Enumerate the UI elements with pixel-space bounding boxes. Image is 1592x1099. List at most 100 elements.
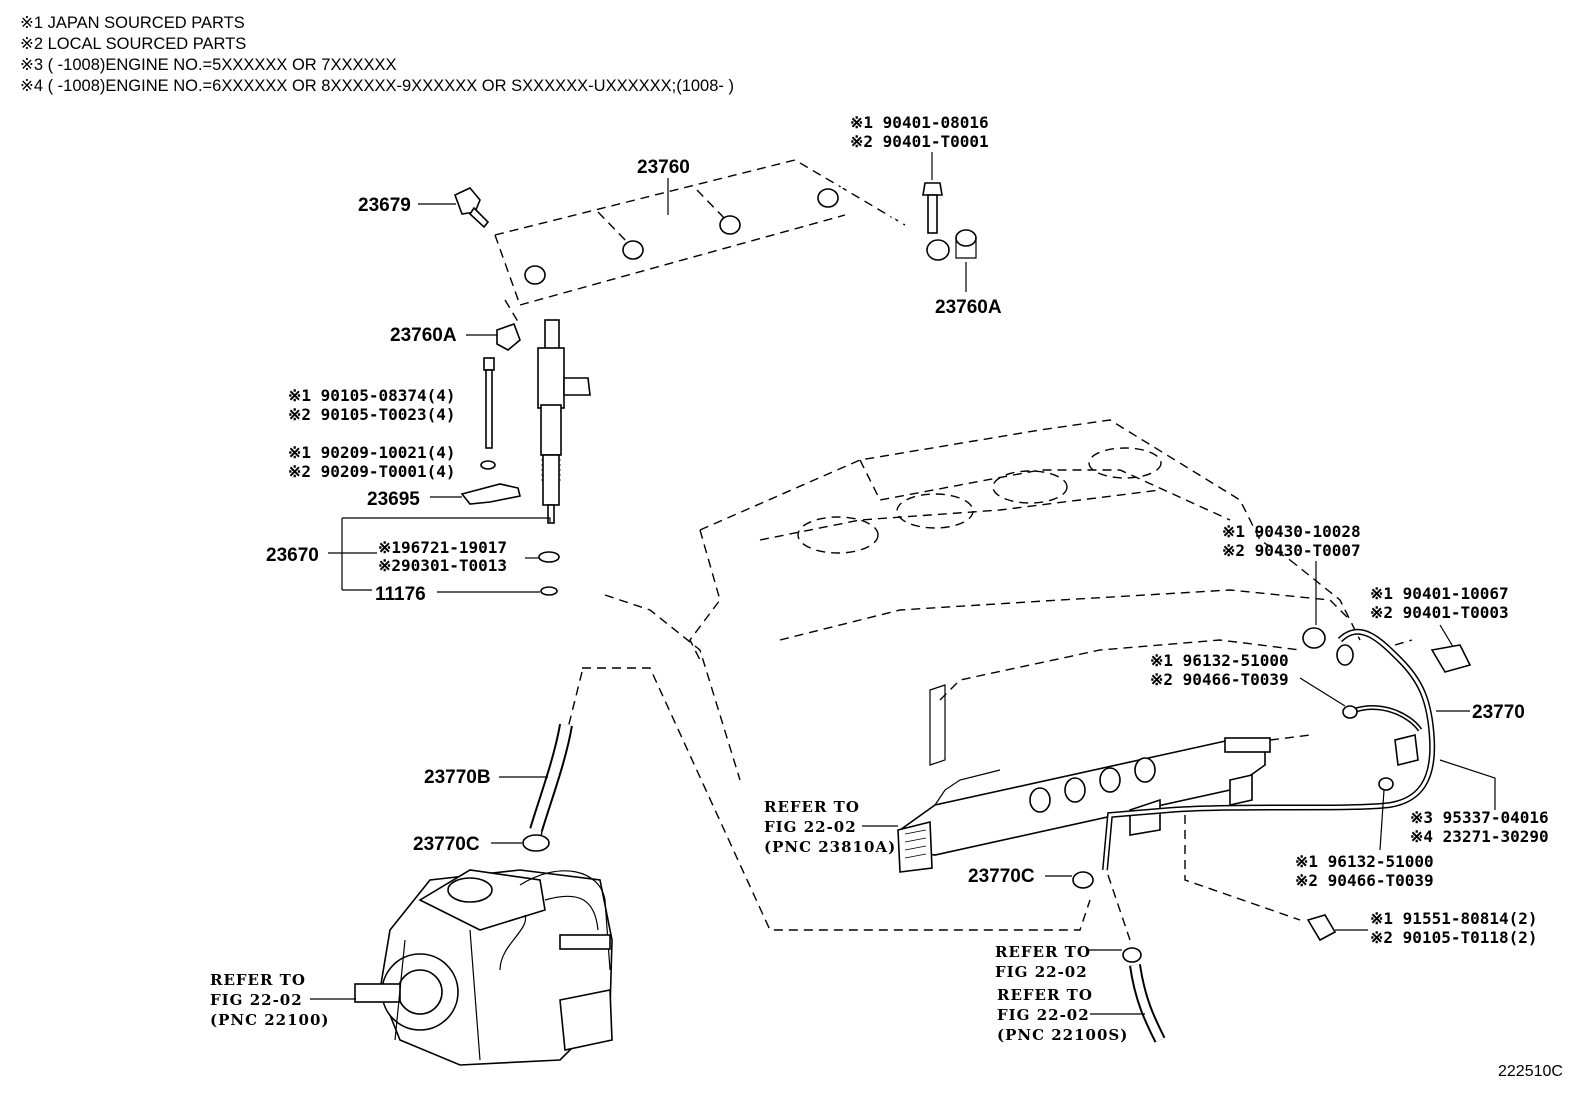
return-bracket [1394,734,1419,766]
return-hose-left: 23770B 23770C [413,667,1091,931]
top-bolt-pn-1: ※1 90401-08016 [850,113,989,132]
ref-rail-1: REFER TO [764,798,860,816]
label-23770: 23770 [1472,702,1525,723]
rail-plug-icon [1302,627,1326,649]
pump-outlet [559,934,611,950]
label-23770c-left: 23770C [413,834,480,855]
injector-tip [542,454,560,506]
return-clip-upper [1342,705,1358,719]
callout-bracket-bolt: ※1 91551-80814(2) ※2 90105-T0118(2) [1306,909,1538,947]
clip-upper-pn-1: ※1 96132-51000 [1150,651,1289,670]
rail-mount [1229,773,1253,807]
cylinder-bore-1 [797,516,879,554]
injector-washer [480,460,496,470]
rail-port-3 [1099,767,1121,793]
label-23670: 23670 [266,545,319,566]
ref-hose2-2: FIG 22-02 [997,1006,1090,1024]
callout-clip-upper: ※1 96132-51000 ※2 90466-T0039 [1150,651,1346,707]
ref-hoses: REFER TO FIG 22-02 REFER TO FIG 22-02 (P… [995,943,1145,1044]
label-23760a-mid: 23760A [390,325,457,346]
bolt-head-icon [922,182,943,196]
cylinder-bore-2 [896,493,974,529]
bracket-bolt-pn-2: ※2 90105-T0118(2) [1370,928,1538,947]
ref-pump-2: FIG 22-02 [210,991,303,1009]
clamp-23760a-mid [496,322,521,351]
hose-clip-left [522,834,550,852]
ref-hose1-2: FIG 22-02 [995,963,1088,981]
pipe-nut-1 [524,265,546,285]
ref-hose2-1: REFER TO [997,986,1093,1004]
injector-nozzle [547,504,555,524]
rail-limiter [1224,737,1271,753]
supply-pump [354,869,613,1066]
notes-block: ※1 JAPAN SOURCED PARTS ※2 LOCAL SOURCED … [20,14,734,95]
note-4: ※4 ( -1008)ENGINE NO.=6XXXXXX OR 8XXXXXX… [20,77,734,95]
callout-top-bolt: ※1 90401-08016 ※2 90401-T0001 23760A [850,113,1002,318]
callout-hose-end: ※3 95337-04016 ※4 23271-30290 [1410,759,1549,846]
injector-bolt-shank [485,369,493,449]
bracket-bolt-pn-1: ※1 91551-80814(2) [1370,909,1538,928]
washer-pn-2: ※2 90209-T0001(4) [288,462,456,481]
label-23760: 23760 [637,157,690,178]
ref-rail: REFER TO FIG 22-02 (PNC 23810A) [764,798,898,856]
ref-hose1-1: REFER TO [995,943,1091,961]
hose-end-pn-2: ※4 23271-30290 [1410,827,1549,846]
return-clip-lower [1378,777,1394,791]
rail-port-2 [1064,777,1086,803]
label-23770c-right: 23770C [968,866,1035,887]
label-23760a-top: 23760A [935,297,1002,318]
rail-connector [897,820,933,873]
injection-pipe-assembly: 23760 [494,157,950,306]
return-hose-lower: 23770C [968,866,1166,1043]
injector-bolt-pn-2: ※2 90105-T0023(4) [288,405,456,424]
ref-pump: REFER TO FIG 22-02 (PNC 22100) [210,971,356,1029]
injector-top [544,319,560,351]
pipe-end-nut [926,239,950,261]
hose-clip-right [1072,871,1094,889]
injector-area: 23760A ※1 90105-08374(4) ※2 90105-T0023(… [266,299,591,605]
injector-barrel [540,404,562,456]
ref-pump-3: (PNC 22100) [210,1011,330,1029]
injector-connector [563,377,591,396]
pump-solenoid [559,989,613,1051]
gasket-ring [538,551,560,563]
ref-rail-3: (PNC 23810A) [764,838,896,856]
rail-port-4 [1134,757,1156,783]
clip-lower-pn-1: ※1 96132-51000 [1295,852,1434,871]
gasket-pn-2: ※290301-T0013 [378,556,507,575]
pump-top-port [447,877,493,903]
injector-body [537,347,565,409]
note-3: ※3 ( -1008)ENGINE NO.=5XXXXXX OR 7XXXXXX [20,56,397,74]
pipe-nut-3 [719,215,741,235]
note-2: ※2 LOCAL SOURCED PARTS [20,35,246,53]
engine-head-outline [604,419,1361,781]
pipe-nut-2 [622,240,644,260]
label-23770b: 23770B [424,767,491,788]
bolt-shank [927,194,938,234]
washer-pn-1: ※1 90209-10021(4) [288,443,456,462]
callout-clip-lower: ※1 96132-51000 ※2 90466-T0039 [1295,789,1434,890]
label-23695: 23695 [367,489,420,510]
hose-end-pn-1: ※3 95337-04016 [1410,808,1549,827]
hose-clip-bottom [1122,947,1142,963]
rail-bolt-pn-2: ※2 90401-T0003 [1370,603,1509,622]
cylinder-bore-3 [992,470,1068,504]
rail-bolt-icon [1430,644,1472,673]
common-rail [897,684,1311,921]
rail-bolt-pn-1: ※1 90401-10067 [1370,584,1509,603]
label-11176: 11176 [375,584,426,605]
ref-hose2-3: (PNC 22100S) [997,1026,1128,1044]
ref-rail-2: FIG 22-02 [764,818,857,836]
clip-upper-pn-2: ※2 90466-T0039 [1150,670,1289,689]
bracket-bolt-icon [1306,914,1337,942]
seal-11176 [540,586,558,596]
top-bolt-pn-2: ※2 90401-T0001 [850,132,989,151]
note-1: ※1 JAPAN SOURCED PARTS [20,14,245,32]
callout-rail-plug: ※1 90430-10028 ※2 90430-T0007 [1222,522,1361,666]
cylinder-bore-4 [1088,447,1162,479]
injector-bolt-pn-1: ※1 90105-08374(4) [288,386,456,405]
return-pipe-right: 23770 [1102,628,1525,871]
rail-plug-gasket [1336,644,1354,666]
pipe-nut-4 [817,188,839,208]
